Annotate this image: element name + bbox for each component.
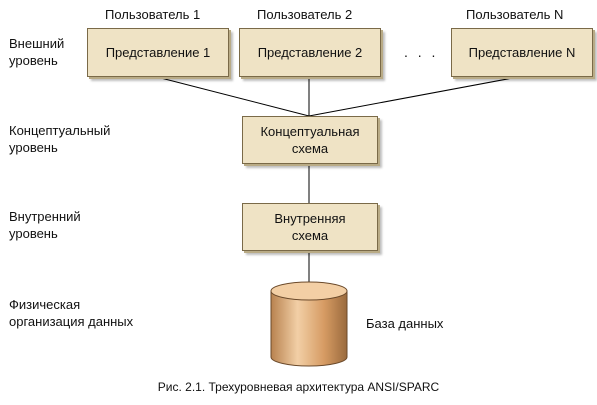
view-box-n: Представление N — [451, 28, 593, 77]
user-label-n: Пользователь N — [466, 7, 564, 22]
database-label: База данных — [366, 316, 444, 331]
view-box-1: Представление 1 — [87, 28, 229, 77]
user-label-2: Пользователь 2 — [257, 7, 353, 22]
level-label-conceptual: Концептуальный уровень — [9, 123, 111, 155]
level-label-physical: Физическая организация данных — [9, 297, 134, 329]
conceptual-schema-box: Концептуальная схема — [242, 116, 378, 164]
internal-schema-box: Внутренняя схема — [242, 203, 378, 251]
ellipsis: . . . — [404, 44, 439, 60]
level-label-external: Внешний уровень — [9, 36, 65, 68]
user-label-1: Пользователь 1 — [105, 7, 201, 22]
database-cylinder — [270, 281, 348, 367]
figure-caption: Рис. 2.1. Трехуровневая архитектура ANSI… — [157, 380, 440, 394]
connector-viewN — [308, 76, 519, 117]
view-box-2: Представление 2 — [239, 28, 381, 77]
connector-view1 — [156, 76, 310, 117]
level-label-internal: Внутренний уровень — [9, 209, 81, 241]
